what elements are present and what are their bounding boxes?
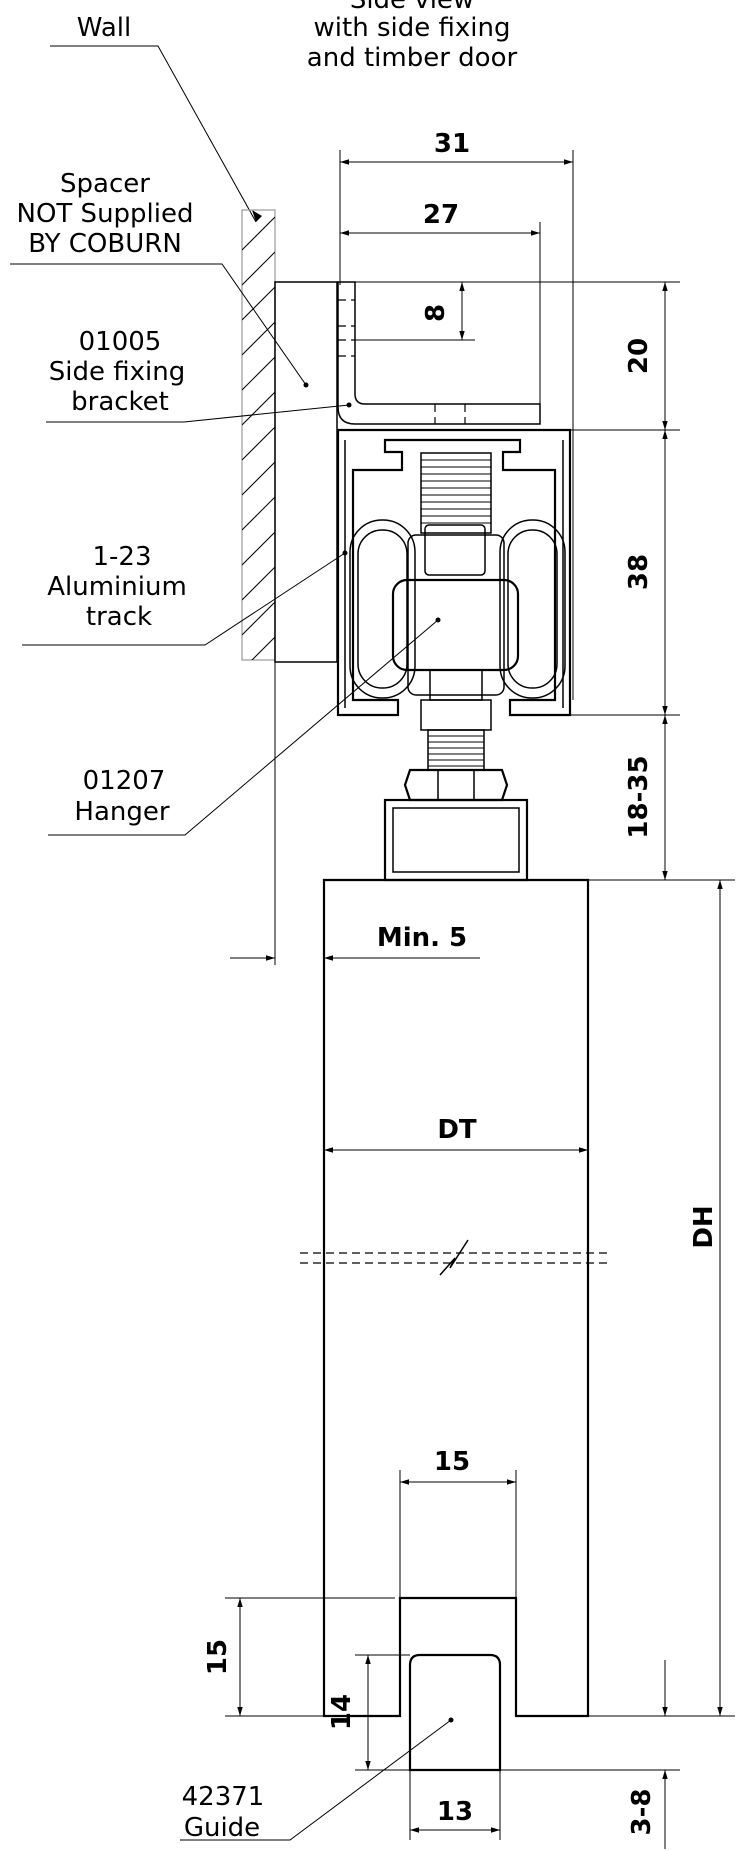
dim-31: 31 <box>434 129 470 159</box>
dim-27: 27 <box>423 200 459 230</box>
spacer-label-1: Spacer <box>60 169 150 199</box>
dim-8: 8 <box>421 304 451 322</box>
hanger-body <box>407 534 505 696</box>
door-outline <box>322 878 590 1718</box>
guide-code: 42371 <box>182 1782 265 1812</box>
track-leader <box>22 552 346 646</box>
dim-3-8: 3-8 <box>627 1789 657 1836</box>
wall: Wall <box>50 13 276 661</box>
hanger-leader-dot <box>435 617 441 623</box>
dim-15-top: 15 <box>434 1447 470 1477</box>
bracket-label-2: bracket <box>71 387 169 417</box>
title-line-1: Side view <box>350 0 474 15</box>
guide-label-1: Guide <box>184 1813 260 1843</box>
dim-18-35: 18-35 <box>624 755 654 838</box>
wall-leader-arrow <box>252 210 262 222</box>
view-title: Side view with side fixing and timber do… <box>307 0 518 73</box>
timber-door <box>300 878 610 1718</box>
track-label-1: Aluminium <box>47 572 187 602</box>
dim-38: 38 <box>624 554 654 590</box>
bracket-profile <box>337 281 541 425</box>
guide-profile <box>408 1653 502 1772</box>
wall-label: Wall <box>77 13 131 43</box>
title-line-3: and timber door <box>307 43 518 73</box>
dim-dh: DH <box>689 1205 719 1248</box>
bracket-leader <box>46 404 350 423</box>
spacer: Spacer NOT Supplied BY COBURN <box>10 169 338 663</box>
bracket-code: 01005 <box>79 327 162 357</box>
title-line-2: with side fixing <box>314 13 511 43</box>
aluminium-track: 1-23 Aluminium track <box>22 428 572 717</box>
dim-15-left: 15 <box>203 1639 233 1675</box>
hanger-leader <box>48 619 439 836</box>
hanger-wheel-left <box>349 519 416 699</box>
wall-outline <box>241 209 276 661</box>
dim-dt: DT <box>437 1115 477 1145</box>
hanger-wheel-right <box>499 519 566 699</box>
hanger-plate <box>383 798 529 882</box>
spacer-label-2: NOT Supplied <box>17 199 194 229</box>
dim-min5: Min. 5 <box>377 923 467 953</box>
dim-14: 14 <box>327 1694 357 1730</box>
hanger: 01207 Hanger <box>48 452 566 882</box>
track-code: 1-23 <box>92 542 151 572</box>
dimensions: 31 27 8 20 38 18-35 Min. 5 DT <box>203 129 735 1849</box>
door-break-mark <box>439 1239 469 1276</box>
hanger-code: 01207 <box>83 766 166 796</box>
track-label-2: track <box>86 602 152 632</box>
hanger-hex-nut <box>403 768 509 802</box>
spacer-leader-dot <box>303 382 309 388</box>
dim-13: 13 <box>437 1797 473 1827</box>
hanger-nut <box>420 699 492 731</box>
hanger-bolt-top <box>420 452 492 534</box>
side-fixing-bracket: 01005 Side fixing bracket <box>46 281 541 425</box>
bracket-leader-dot <box>346 402 352 408</box>
bracket-label-1: Side fixing <box>49 357 185 387</box>
wall-leader <box>50 45 257 223</box>
wall-hatching <box>242 216 275 660</box>
guide: 42371 Guide <box>180 1653 502 1843</box>
spacer-block <box>274 281 338 663</box>
guide-leader <box>180 1719 452 1841</box>
guide-leader-dot <box>448 1717 454 1723</box>
spacer-label-3: BY COBURN <box>28 229 182 259</box>
dim-20: 20 <box>624 338 654 374</box>
track-profile <box>336 428 572 717</box>
hanger-label-1: Hanger <box>74 797 169 827</box>
spacer-leader <box>10 263 307 386</box>
